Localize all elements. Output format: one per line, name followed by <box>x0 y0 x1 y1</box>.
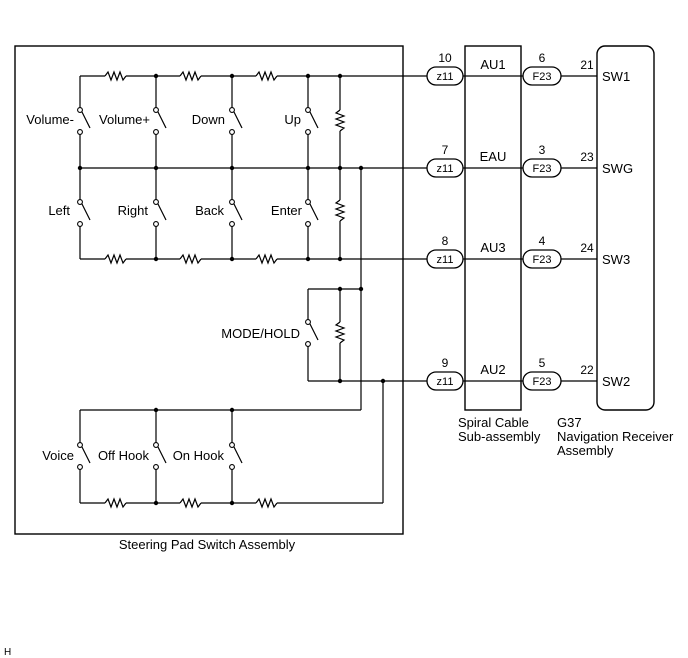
f23-connector-eau: F23 <box>522 158 562 178</box>
pin-z11-au3: 8 <box>442 234 449 248</box>
switch-label-on-hook: On Hook <box>173 448 225 463</box>
signal-au1: AU1 <box>480 57 505 72</box>
terminal-swg: SWG <box>602 161 633 176</box>
switch-label-right: Right <box>118 203 149 218</box>
z11-connector-au1: z11 <box>426 66 464 86</box>
terminal-sw1: SW1 <box>602 69 630 84</box>
z11-connector-au2: z11 <box>426 371 464 391</box>
switch-label-volume-plus: Volume+ <box>99 112 150 127</box>
pin-z11-eau: 7 <box>442 143 449 157</box>
signal-au2: AU2 <box>480 362 505 377</box>
svg-text:z11: z11 <box>437 163 454 175</box>
pin-g37-sw3: 24 <box>580 241 594 255</box>
f23-connector-au3: F23 <box>522 249 562 269</box>
resistor <box>255 253 278 265</box>
pin-g37-swg: 23 <box>580 150 594 164</box>
pin-f23-au2: 5 <box>539 356 546 370</box>
resistor <box>334 199 346 222</box>
switch-label-off-hook: Off Hook <box>98 448 150 463</box>
z11-connector-au3: z11 <box>426 249 464 269</box>
svg-text:F23: F23 <box>533 376 552 388</box>
svg-text:z11: z11 <box>437 376 454 388</box>
pin-g37-sw2: 22 <box>580 363 594 377</box>
pin-g37-sw1: 21 <box>580 58 594 72</box>
svg-text:z11: z11 <box>437 71 454 83</box>
f23-connector-au2: F23 <box>522 371 562 391</box>
resistor <box>179 497 202 509</box>
svg-text:F23: F23 <box>533 163 552 175</box>
svg-text:F23: F23 <box>533 254 552 266</box>
spiral-cable-label-line2: Sub-assembly <box>458 429 541 444</box>
switch-label-back: Back <box>195 203 224 218</box>
navigation-receiver-label-line1: Navigation Receiver <box>557 429 674 444</box>
terminal-sw2: SW2 <box>602 374 630 389</box>
terminal-sw3: SW3 <box>602 252 630 267</box>
pin-f23-au3: 4 <box>539 234 546 248</box>
f23-connector-au1: F23 <box>522 66 562 86</box>
pin-f23-au1: 6 <box>539 51 546 65</box>
resistor <box>104 497 127 509</box>
navigation-receiver-code: G37 <box>557 415 582 430</box>
resistor <box>179 253 202 265</box>
navigation-receiver-box <box>596 45 655 411</box>
navigation-receiver-label-line2: Assembly <box>557 443 614 458</box>
svg-text:z11: z11 <box>437 254 454 266</box>
switch-label-voice: Voice <box>42 448 74 463</box>
resistor <box>104 253 127 265</box>
switch-label-left: Left <box>48 203 70 218</box>
switch-label-up: Up <box>284 112 301 127</box>
corner-mark: H <box>4 647 11 658</box>
resistor <box>179 70 202 82</box>
switch-label-down: Down <box>192 112 225 127</box>
signal-au3: AU3 <box>480 240 505 255</box>
switch-label-volume-minus: Volume- <box>26 112 74 127</box>
svg-text:F23: F23 <box>533 71 552 83</box>
junction-dots <box>77 73 386 506</box>
switch-label-mode-hold: MODE/HOLD <box>221 326 300 341</box>
steering-pad-switch-box <box>14 45 404 535</box>
signal-eau: EAU <box>480 149 507 164</box>
resistor <box>255 70 278 82</box>
pin-z11-au1: 10 <box>438 51 452 65</box>
resistor <box>255 497 278 509</box>
spiral-cable-label-line1: Spiral Cable <box>458 415 529 430</box>
spiral-cable-box <box>464 45 522 411</box>
resistor <box>334 109 346 132</box>
resistor <box>334 321 346 344</box>
pin-f23-eau: 3 <box>539 143 546 157</box>
resistor <box>104 70 127 82</box>
z11-connector-eau: z11 <box>426 158 464 178</box>
switch-label-enter: Enter <box>271 203 303 218</box>
steering-pad-label: Steering Pad Switch Assembly <box>119 537 296 552</box>
pin-z11-au2: 9 <box>442 356 449 370</box>
